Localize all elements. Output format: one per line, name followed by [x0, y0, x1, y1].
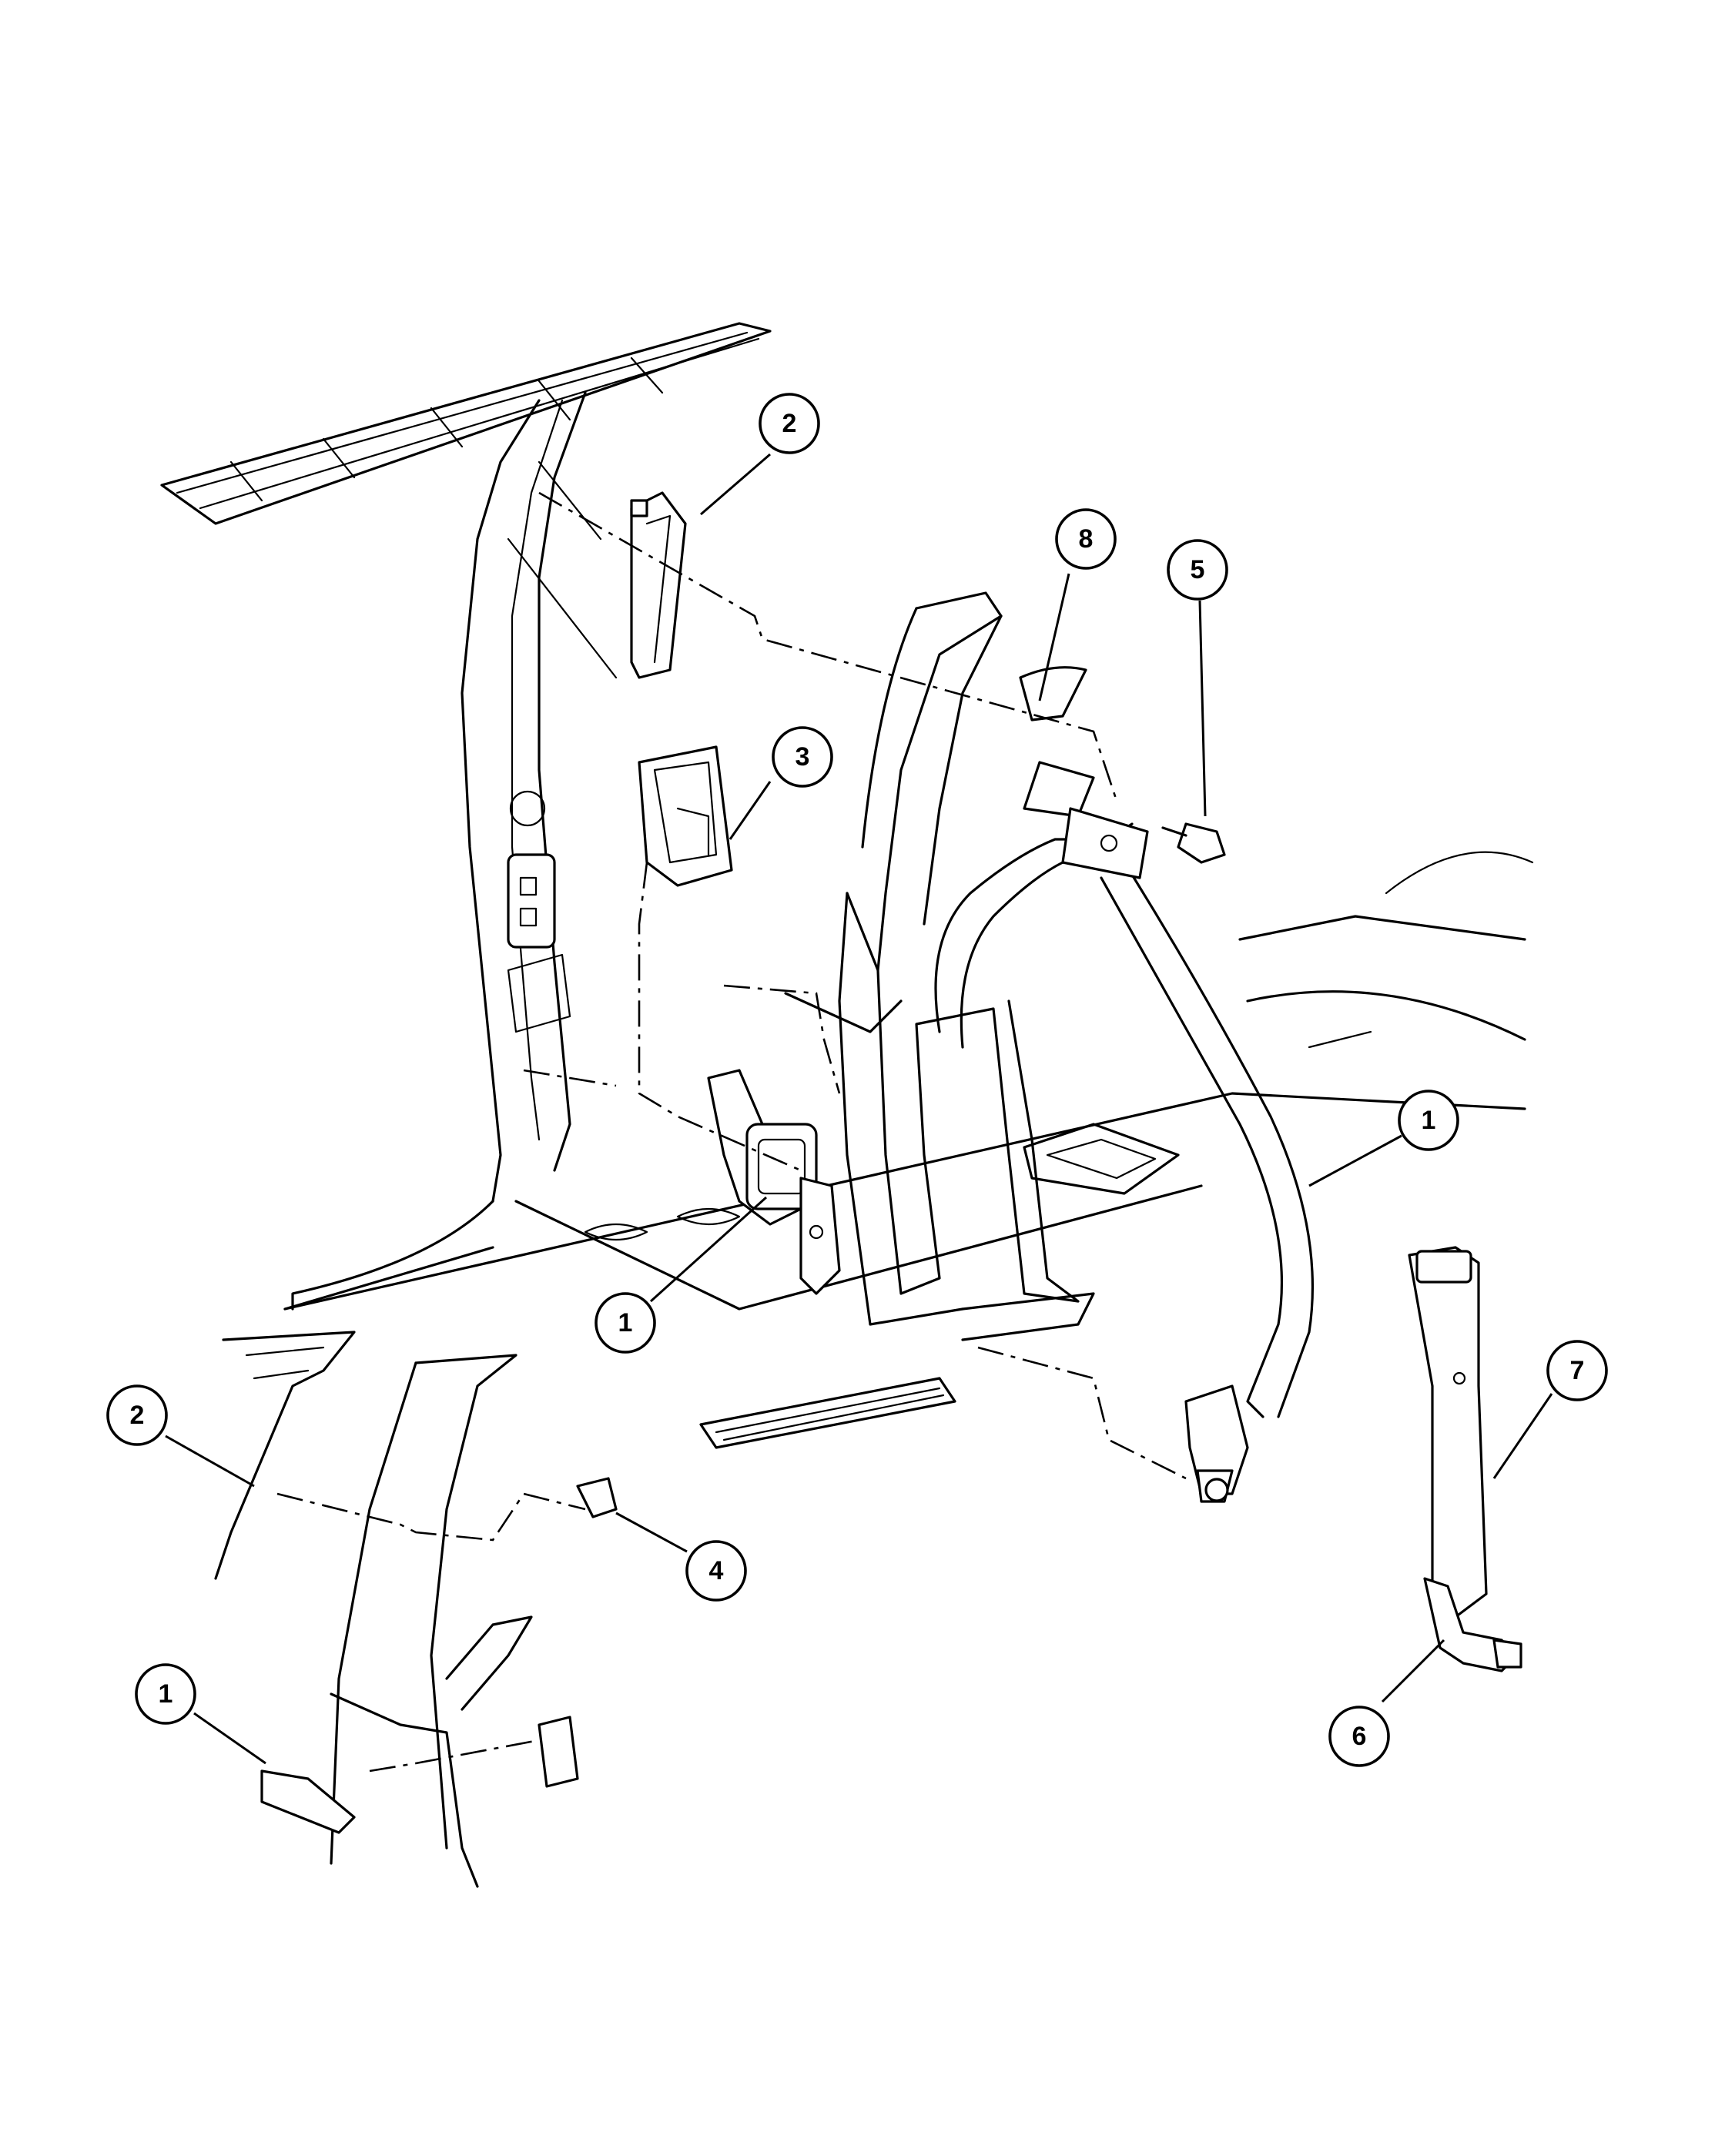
- b-pillar-trim: [784, 591, 1080, 1326]
- callout-6: 6: [1328, 1706, 1390, 1767]
- callout-5-label: 5: [1191, 555, 1205, 584]
- callout-8-label: 8: [1079, 524, 1094, 554]
- callout-3-label: 3: [796, 742, 810, 772]
- callout-1-left: 1: [135, 1663, 196, 1725]
- assembly-center-lines: [276, 491, 1187, 1773]
- roof-rail-body-structure: [160, 322, 772, 1311]
- seat-belt-buckle: [1408, 1246, 1522, 1672]
- callout-5: 5: [1167, 539, 1228, 601]
- callout-7: 7: [1546, 1340, 1608, 1401]
- d-ring-bracket-upper: [630, 491, 687, 679]
- callout-2-top: 2: [759, 393, 820, 454]
- sill-scuff-plate: [699, 1292, 1095, 1449]
- callout-2-left-label: 2: [130, 1401, 145, 1430]
- callout-2-left: 2: [106, 1384, 168, 1446]
- callout-4-label: 4: [709, 1556, 724, 1585]
- callout-1-left-label: 1: [159, 1679, 173, 1709]
- callout-1-center-label: 1: [618, 1308, 633, 1337]
- belt-guide-cover: [638, 745, 733, 887]
- lower-anchor-end: [1184, 1384, 1249, 1503]
- b-pillar-lower-detail: [214, 1331, 618, 1888]
- shoulder-belt-webbing: [934, 666, 1315, 1418]
- callout-3: 3: [772, 726, 833, 788]
- anchor-bolt: [1161, 822, 1226, 864]
- callout-8: 8: [1055, 508, 1117, 570]
- callout-7-label: 7: [1570, 1356, 1585, 1385]
- callout-6-label: 6: [1352, 1722, 1367, 1751]
- callout-2-top-label: 2: [782, 409, 797, 438]
- callout-1-right: 1: [1398, 1090, 1459, 1151]
- callout-1-center: 1: [595, 1292, 656, 1354]
- callout-1-right-label: 1: [1422, 1106, 1436, 1135]
- retractor: [707, 1069, 841, 1295]
- floor-panel: [283, 851, 1534, 1311]
- leader-lines: [165, 453, 1553, 1765]
- callout-4: 4: [685, 1540, 747, 1602]
